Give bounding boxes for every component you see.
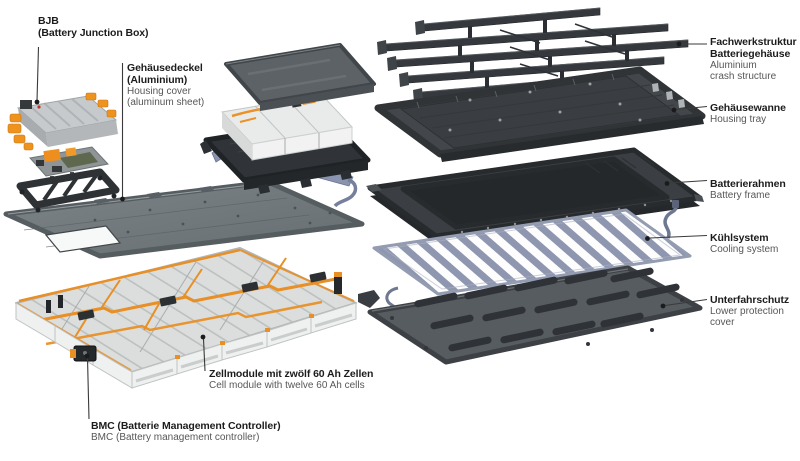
cover-service-hole xyxy=(44,225,122,253)
bmc-label-de: BMC (Batterie Management Controller) xyxy=(91,420,281,432)
bjb-leader-line xyxy=(36,46,40,102)
housing-cover-label-de2: (Aluminium) xyxy=(127,74,188,86)
harness-junction-boxes xyxy=(77,271,327,321)
cooling-system-label-en: Cooling system xyxy=(710,244,779,255)
wiring-harness-front xyxy=(45,300,323,346)
housing-cover-illustration xyxy=(3,179,365,259)
lower-protection-label-en1: Lower protection xyxy=(710,306,784,317)
battery-frame-label-en: Battery frame xyxy=(710,190,771,201)
bjb-illustration xyxy=(7,92,118,151)
housing-cover-label: Gehäusedeckel (Aluminium) Housing cover … xyxy=(127,62,204,108)
lower-protection-label-de: Unterfahrschutz xyxy=(710,294,790,306)
bjb-label: BJB (Battery Junction Box) xyxy=(38,15,149,39)
cell-modules-illustration xyxy=(15,247,380,389)
cooling-system-label-de: Kühlsystem xyxy=(710,232,769,244)
cover-screw-holes xyxy=(93,193,332,234)
bjb-label-title: BJB xyxy=(38,15,59,27)
housing-cover-label-en2: (aluminum sheet) xyxy=(127,97,205,108)
housing-cover-label-en1: Housing cover xyxy=(127,86,191,97)
crash-structure-label-en1: Aluminium xyxy=(710,60,757,71)
wiring-harness-mid xyxy=(29,277,337,324)
cooling-system-illustration xyxy=(372,200,692,311)
leader-dots xyxy=(34,41,682,359)
coolant-hose-left xyxy=(385,286,399,310)
cell-modules-label-de: Zellmodule mit zwölf 60 Ah Zellen xyxy=(209,368,374,380)
battery-frame-label: Batterierahmen Battery frame xyxy=(710,178,786,201)
housing-tray-leader-line xyxy=(675,105,708,111)
housing-tray-label-en: Housing tray xyxy=(710,114,767,125)
cell-modules-leader-line xyxy=(202,338,206,372)
protection-rib-slots xyxy=(414,267,680,352)
battery-frame-label-de: Batterierahmen xyxy=(710,178,786,190)
upper-coolant-tube xyxy=(333,178,358,208)
crash-structure-illustration xyxy=(377,7,689,103)
cooling-system-leader-line xyxy=(649,234,708,239)
bjb-label-subtitle: (Battery Junction Box) xyxy=(38,27,149,39)
crash-structure-label: Fachwerkstruktur Batteriegehäuse Alumini… xyxy=(710,36,797,82)
lower-protection-leader-line xyxy=(664,298,708,307)
lower-protection-label: Unterfahrschutz Lower protection cover xyxy=(710,294,789,328)
bmc-leader-line xyxy=(86,357,90,420)
battery-frame-leader-line xyxy=(668,179,708,184)
bjb-orange-connectors xyxy=(7,92,117,151)
bmc-label-en: BMC (Battery management controller) xyxy=(91,432,260,443)
bmc-controller-illustration xyxy=(70,345,97,362)
housing-tray-label: Gehäusewanne Housing tray xyxy=(710,102,786,125)
cell-modules-label-en: Cell module with twelve 60 Ah cells xyxy=(209,380,365,391)
cell-modules-label: Zellmodule mit zwölf 60 Ah Zellen Cell m… xyxy=(209,368,373,391)
coolant-hose-right xyxy=(663,205,678,239)
electronics-module-illustration xyxy=(29,146,109,184)
lower-protection-label-en2: cover xyxy=(710,317,735,328)
mounting-frame-illustration xyxy=(16,168,120,213)
crash-structure-label-de1: Fachwerkstruktur xyxy=(710,36,797,48)
crash-structure-label-de2: Batteriegehäuse xyxy=(710,48,791,60)
cooling-system-label: Kühlsystem Cooling system xyxy=(710,232,778,255)
housing-tray-illustration xyxy=(374,66,706,162)
crash-structure-label-en2: crash structure xyxy=(710,71,777,82)
housing-tray-label-de: Gehäusewanne xyxy=(710,102,786,114)
battery-frame-illustration xyxy=(366,147,704,244)
housing-cover-label-de1: Gehäusedeckel xyxy=(127,62,203,74)
bmc-label: BMC (Batterie Management Controller) BMC… xyxy=(91,420,281,443)
upper-module-stack-illustration xyxy=(200,43,376,208)
lower-protection-illustration xyxy=(367,265,703,365)
